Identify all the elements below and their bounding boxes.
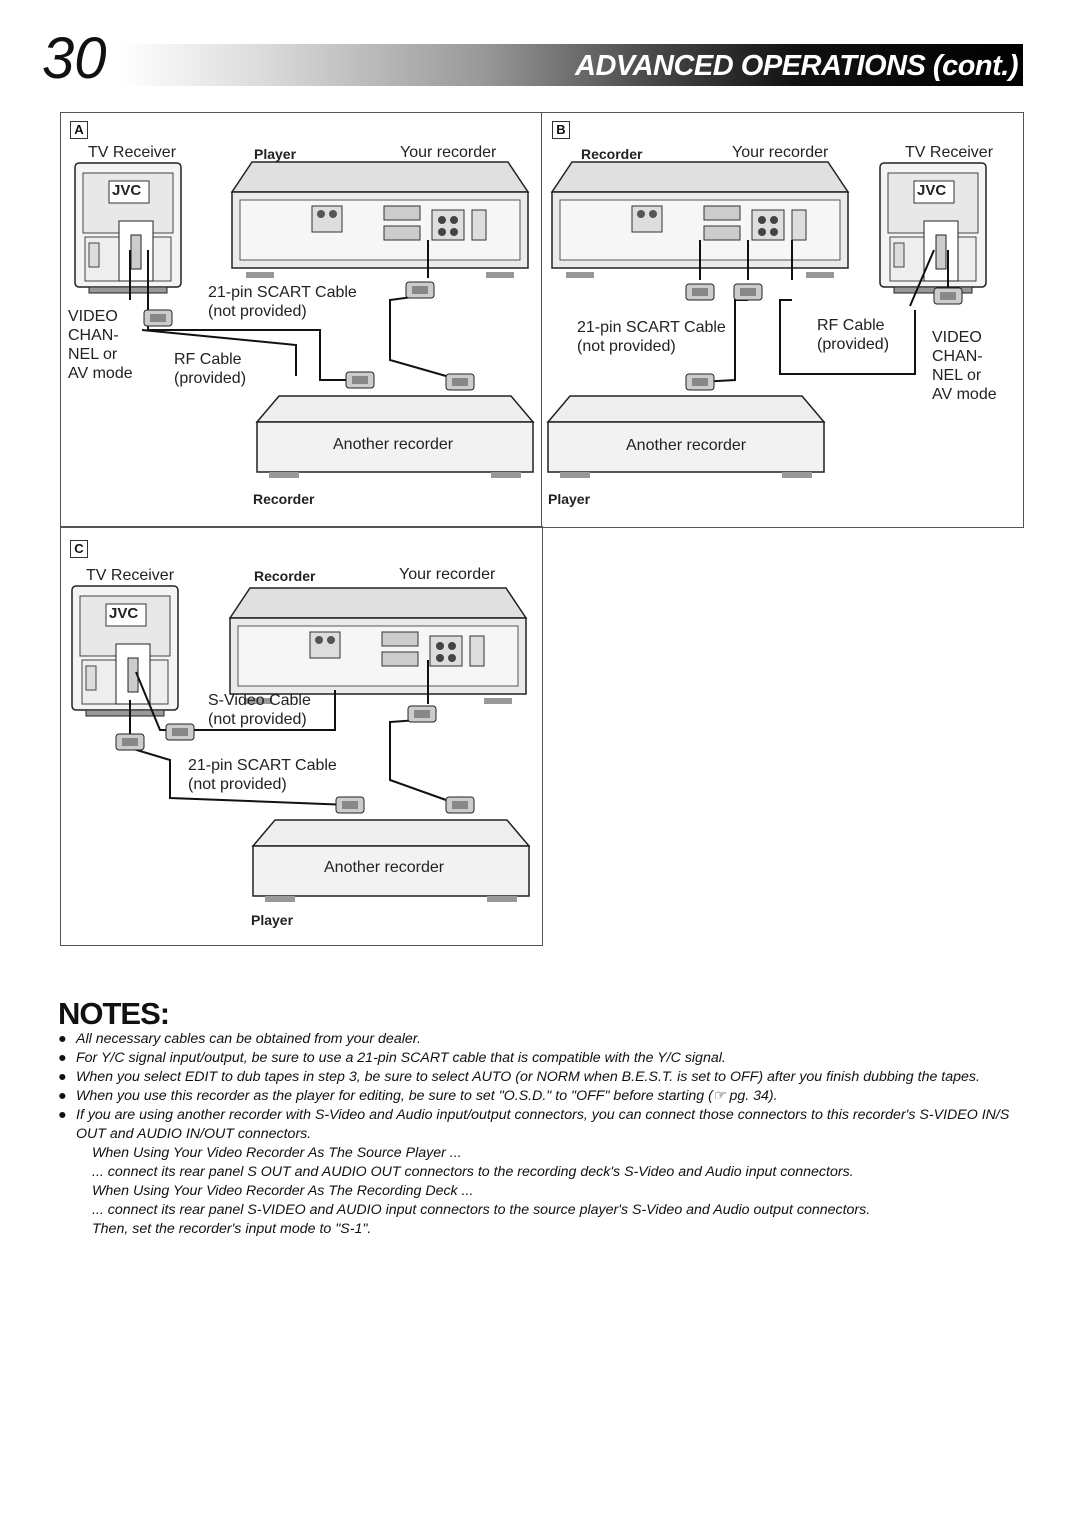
diagram-panel-divider [541, 112, 542, 526]
panel-b-scart-note: (not provided) [577, 338, 676, 355]
panel-c-role-top: Recorder [254, 568, 316, 584]
note-item: ● If you are using another recorder with … [58, 1106, 1018, 1144]
note-item: ● For Y/C signal input/output, be sure to… [58, 1049, 1018, 1068]
note-sub-line: Then, set the recorder's input mode to "… [92, 1221, 372, 1237]
bullet-icon: ● [58, 1069, 67, 1085]
panel-a-role-bottom: Recorder [253, 491, 315, 507]
panel-a-rf-cable: RF Cable [174, 351, 242, 368]
panel-c-svideo-note: (not provided) [208, 711, 307, 728]
panel-b-role-bottom: Player [548, 491, 591, 507]
page-number: 30 [42, 26, 107, 91]
tv-logo-c: JVC [109, 605, 139, 622]
panel-c-svideo-cable: S-Video Cable [208, 692, 311, 709]
panel-c-your-recorder: Your recorder [399, 566, 496, 583]
note-sub-line: ... connect its rear panel S OUT and AUD… [92, 1164, 854, 1180]
note-sub-line: When Using Your Video Recorder As The So… [92, 1145, 462, 1161]
panel-b-label: B [552, 121, 570, 139]
notes-list: ● All necessary cables can be obtained fr… [58, 1030, 1018, 1239]
panel-a-video-channel-3: NEL or [68, 346, 118, 363]
note-sub-line: ... connect its rear panel S-VIDEO and A… [92, 1202, 871, 1218]
bullet-icon: ● [58, 1107, 67, 1123]
panel-c-scart-note: (not provided) [188, 776, 287, 793]
panel-b-video-channel-4: AV mode [932, 386, 997, 403]
panel-a-role-top: Player [254, 146, 297, 162]
panel-c-scart-cable: 21-pin SCART Cable [188, 757, 337, 774]
panel-a-your-recorder: Your recorder [400, 144, 497, 161]
note-item: ● All necessary cables can be obtained fr… [58, 1030, 1018, 1049]
panel-b-role-top: Recorder [581, 146, 643, 162]
note-text: When you use this recorder as the player… [76, 1088, 778, 1104]
panel-b-your-recorder: Your recorder [732, 144, 829, 161]
note-text: For Y/C signal input/output, be sure to … [76, 1050, 726, 1066]
panel-a-tv-receiver: TV Receiver [88, 144, 177, 161]
panel-a-rf-note: (provided) [174, 370, 247, 387]
panel-c-tv-receiver: TV Receiver [86, 567, 175, 584]
note-item: ● When you select EDIT to dub tapes in st… [58, 1068, 1018, 1087]
note-text: If you are using another recorder with S… [76, 1107, 1010, 1142]
note-text: When you select EDIT to dub tapes in ste… [76, 1069, 980, 1085]
panel-a-label: A [70, 121, 88, 139]
header-bar [120, 44, 1023, 86]
panel-b-tv-receiver: TV Receiver [905, 144, 994, 161]
panel-b-another-recorder: Another recorder [626, 437, 747, 454]
panel-a-video-channel-1: VIDEO [68, 308, 118, 325]
panel-b-video-channel-2: CHAN- [932, 348, 983, 365]
panel-b-video-channel-3: NEL or [932, 367, 982, 384]
note-sub-line: When Using Your Video Recorder As The Re… [92, 1183, 474, 1199]
panel-b-rf-cable: RF Cable [817, 317, 885, 334]
bullet-icon: ● [58, 1050, 67, 1066]
notes-title: NOTES: [58, 996, 170, 1031]
diagram-panel-frame-c [60, 526, 543, 946]
panel-c-label: C [70, 540, 88, 558]
panel-b-video-channel-1: VIDEO [932, 329, 982, 346]
panel-c-another-recorder: Another recorder [324, 859, 445, 876]
panel-a-scart-cable: 21-pin SCART Cable [208, 284, 357, 301]
panel-a-video-channel-2: CHAN- [68, 327, 119, 344]
panel-a-another-recorder: Another recorder [333, 436, 454, 453]
page-title: ADVANCED OPERATIONS (cont.) [575, 50, 1018, 82]
tv-logo-a: JVC [112, 182, 142, 199]
tv-logo-b: JVC [917, 182, 947, 199]
note-item: ● When you use this recorder as the playe… [58, 1087, 1018, 1106]
panel-a-scart-note: (not provided) [208, 303, 307, 320]
panel-b-scart-cable: 21-pin SCART Cable [577, 319, 726, 336]
panel-a-video-channel-4: AV mode [68, 365, 133, 382]
bullet-icon: ● [58, 1088, 67, 1104]
connection-diagrams [71, 161, 987, 903]
panel-b-rf-note: (provided) [817, 336, 890, 353]
bullet-icon: ● [58, 1031, 67, 1047]
panel-c-role-bottom: Player [251, 912, 294, 928]
note-text: All necessary cables can be obtained fro… [76, 1031, 421, 1047]
